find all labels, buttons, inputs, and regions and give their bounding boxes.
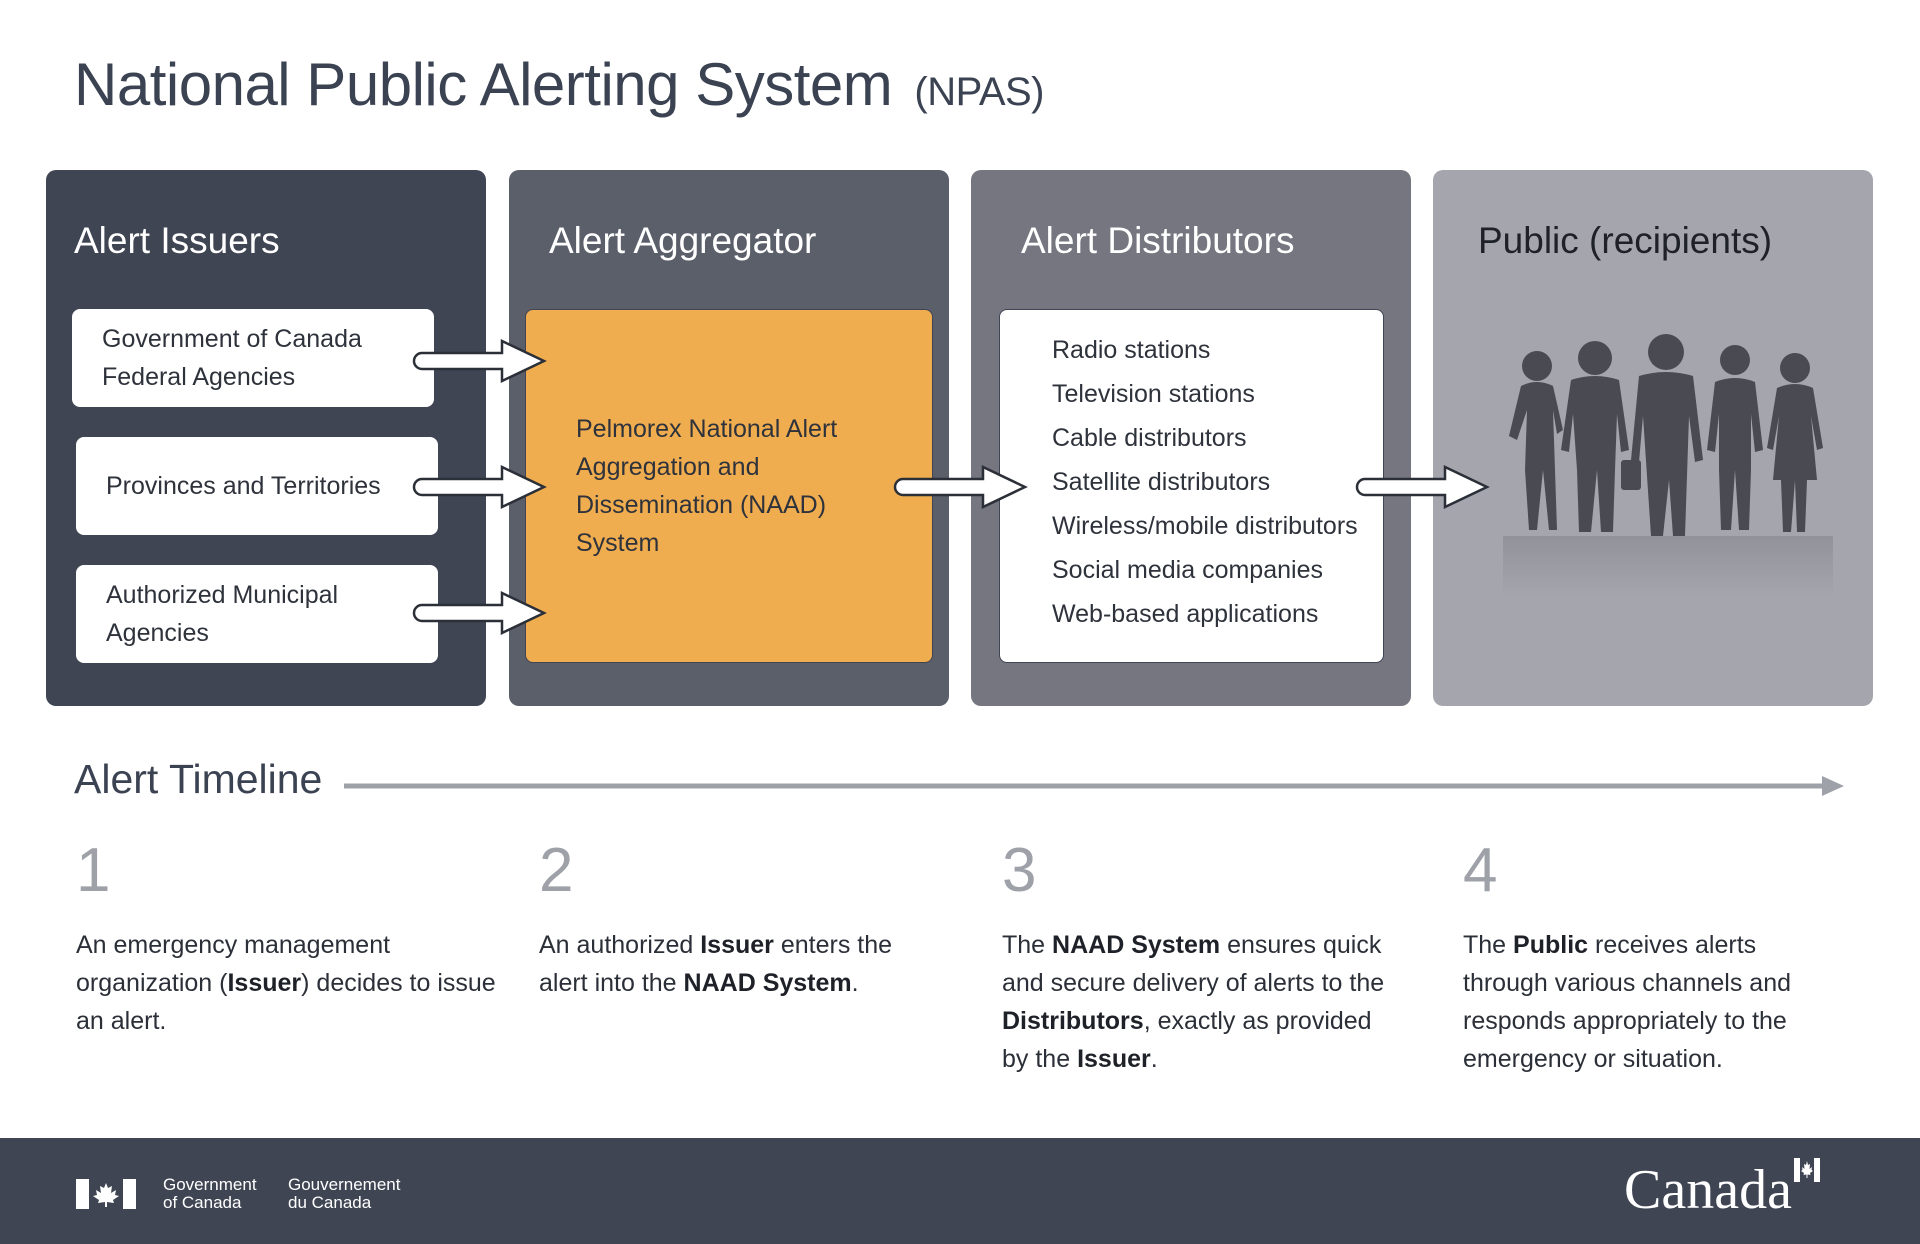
page-title: National Public Alerting System (NPAS) bbox=[74, 50, 1045, 119]
issuer-label-municipal: Authorized Municipal Agencies bbox=[106, 581, 339, 647]
timeline-step-3: 3 The NAAD System ensures quick and secu… bbox=[1002, 836, 1422, 1078]
step-description: The NAAD System ensures quick and secure… bbox=[1002, 931, 1385, 1073]
issuer-box-municipal: Authorized Municipal Agencies bbox=[76, 565, 438, 663]
arrow-municipal-to-aggregator-icon bbox=[412, 591, 547, 635]
distributor-item: Satellite distributors bbox=[1052, 468, 1271, 496]
step-description: The Public receives alerts through vario… bbox=[1463, 931, 1792, 1073]
title-main: National Public Alerting System bbox=[74, 51, 893, 118]
issuer-label-federal: Government of Canada Federal Agencies bbox=[102, 325, 362, 391]
title-sub: (NPAS) bbox=[914, 70, 1045, 114]
alert-timeline-label: Alert Timeline bbox=[74, 756, 323, 802]
step-description: An authorized Issuer enters the alert in… bbox=[539, 931, 893, 997]
people-silhouette-icon bbox=[1503, 334, 1833, 596]
arrow-distributors-to-public-icon bbox=[1355, 465, 1490, 509]
step-description: An emergency management organization (Is… bbox=[76, 931, 496, 1035]
timeline-arrow-icon bbox=[344, 776, 1844, 796]
step-number: 3 bbox=[1002, 836, 1037, 905]
arrow-provinces-to-aggregator-icon bbox=[412, 465, 547, 509]
timeline-step-4: 4 The Public receives alerts through var… bbox=[1463, 836, 1883, 1078]
distributors-list: Radio stations Television stations Cable… bbox=[1052, 328, 1358, 636]
naad-system-label: Pelmorex National Alert Aggregation and … bbox=[576, 415, 838, 557]
distributor-item: Web-based applications bbox=[1052, 600, 1319, 628]
canada-wordmark: Canada bbox=[1624, 1159, 1792, 1221]
alert-distributors-title: Alert Distributors bbox=[1021, 220, 1295, 261]
canada-flag-icon bbox=[76, 1179, 136, 1209]
timeline-step-1: 1 An emergency management organization (… bbox=[76, 836, 496, 1040]
step-number: 4 bbox=[1463, 836, 1498, 905]
distributor-item: Television stations bbox=[1052, 380, 1255, 408]
alert-distributors-panel: Alert Distributors Radio stations Televi… bbox=[971, 170, 1411, 706]
distributors-list-box: Radio stations Television stations Cable… bbox=[999, 309, 1384, 663]
distributor-item: Cable distributors bbox=[1052, 424, 1247, 452]
alert-aggregator-panel: Alert Aggregator Pelmorex National Alert… bbox=[509, 170, 949, 706]
public-title: Public (recipients) bbox=[1478, 220, 1773, 261]
arrow-federal-to-aggregator-icon bbox=[412, 339, 547, 383]
distributor-item: Wireless/mobile distributors bbox=[1052, 512, 1358, 540]
issuer-box-federal: Government of Canada Federal Agencies bbox=[72, 309, 434, 407]
canada-wordmark-flag-icon bbox=[1794, 1158, 1820, 1182]
alert-issuers-title: Alert Issuers bbox=[74, 220, 280, 261]
issuer-label-provinces: Provinces and Territories bbox=[106, 472, 381, 500]
alert-aggregator-title: Alert Aggregator bbox=[549, 220, 817, 261]
distributor-item: Social media companies bbox=[1052, 556, 1323, 584]
distributor-item: Radio stations bbox=[1052, 336, 1211, 364]
step-number: 1 bbox=[76, 836, 111, 905]
timeline-step-2: 2 An authorized Issuer enters the alert … bbox=[539, 836, 959, 1002]
naad-system-box: Pelmorex National Alert Aggregation and … bbox=[525, 309, 933, 663]
step-number: 2 bbox=[539, 836, 574, 905]
issuer-box-provinces: Provinces and Territories bbox=[76, 437, 438, 535]
public-panel: Public (recipients) bbox=[1433, 170, 1873, 706]
alert-issuers-panel: Alert Issuers Government of Canada Feder… bbox=[46, 170, 486, 706]
arrow-aggregator-to-distributors-icon bbox=[893, 465, 1028, 509]
